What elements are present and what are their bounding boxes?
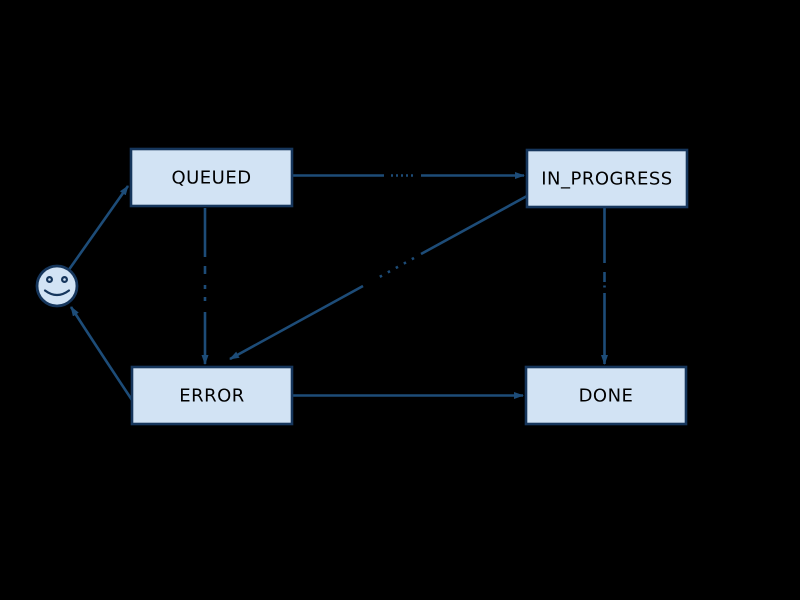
state-node-error-box: [130, 365, 294, 426]
state-node-queued-label: QUEUED: [171, 168, 251, 189]
smiley-right-eye: [60, 276, 68, 284]
edge-error-to-start: [69, 306, 134, 401]
state-node-inprogress: IN_PROGRESS: [525, 148, 689, 209]
smiley-left-eye: [45, 276, 53, 284]
state-node-error-label: ERROR: [179, 386, 245, 407]
smiley-mouth: [43, 289, 71, 297]
state-node-inprogress-label: IN_PROGRESS: [541, 169, 672, 190]
diagram-edges: [66, 176, 605, 401]
state-node-error: ERROR: [130, 365, 294, 426]
state-node-done: DONE: [524, 365, 688, 426]
state-node-inprogress-box: [525, 148, 689, 209]
edge-inprogress-to-error: [230, 194, 528, 359]
edge-start-to-queued: [66, 185, 130, 272]
state-node-done-label: DONE: [579, 386, 634, 407]
smiley-face-icon: [35, 264, 79, 308]
state-node-queued: QUEUED: [129, 147, 294, 208]
state-node-queued-box: [129, 147, 294, 208]
state-node-done-box: [524, 365, 688, 426]
start-node-smiley: [35, 264, 79, 308]
